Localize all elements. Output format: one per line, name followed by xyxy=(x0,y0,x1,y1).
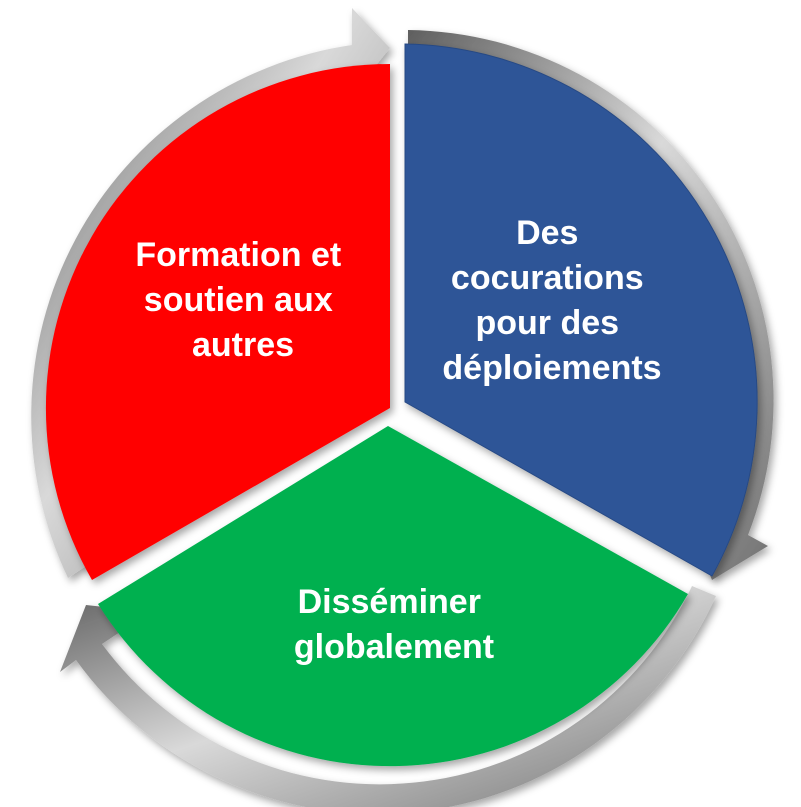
label-green: Disséminer globalement xyxy=(294,583,494,666)
label-blue-line: cocurations xyxy=(451,259,644,297)
label-blue-line: déploiements xyxy=(442,349,661,387)
arrow-bottom xyxy=(60,586,716,807)
label-blue-line: pour des xyxy=(475,304,619,342)
segment-red xyxy=(45,63,391,580)
label-red-line: autres xyxy=(192,326,294,364)
cycle-segments xyxy=(45,43,758,767)
segment-blue xyxy=(404,43,758,577)
label-red-line: Formation et xyxy=(135,236,341,274)
label-red-line: soutien aux xyxy=(144,281,333,319)
label-green-line: Disséminer xyxy=(298,583,481,621)
segment-green xyxy=(98,426,688,767)
label-blue-line: Des xyxy=(516,214,578,252)
arrow-right xyxy=(408,30,774,580)
label-blue: Des cocurations pour des déploiements xyxy=(442,214,661,387)
label-green-line: globalement xyxy=(294,628,494,666)
label-red: Formation et soutien aux autres xyxy=(135,236,350,364)
